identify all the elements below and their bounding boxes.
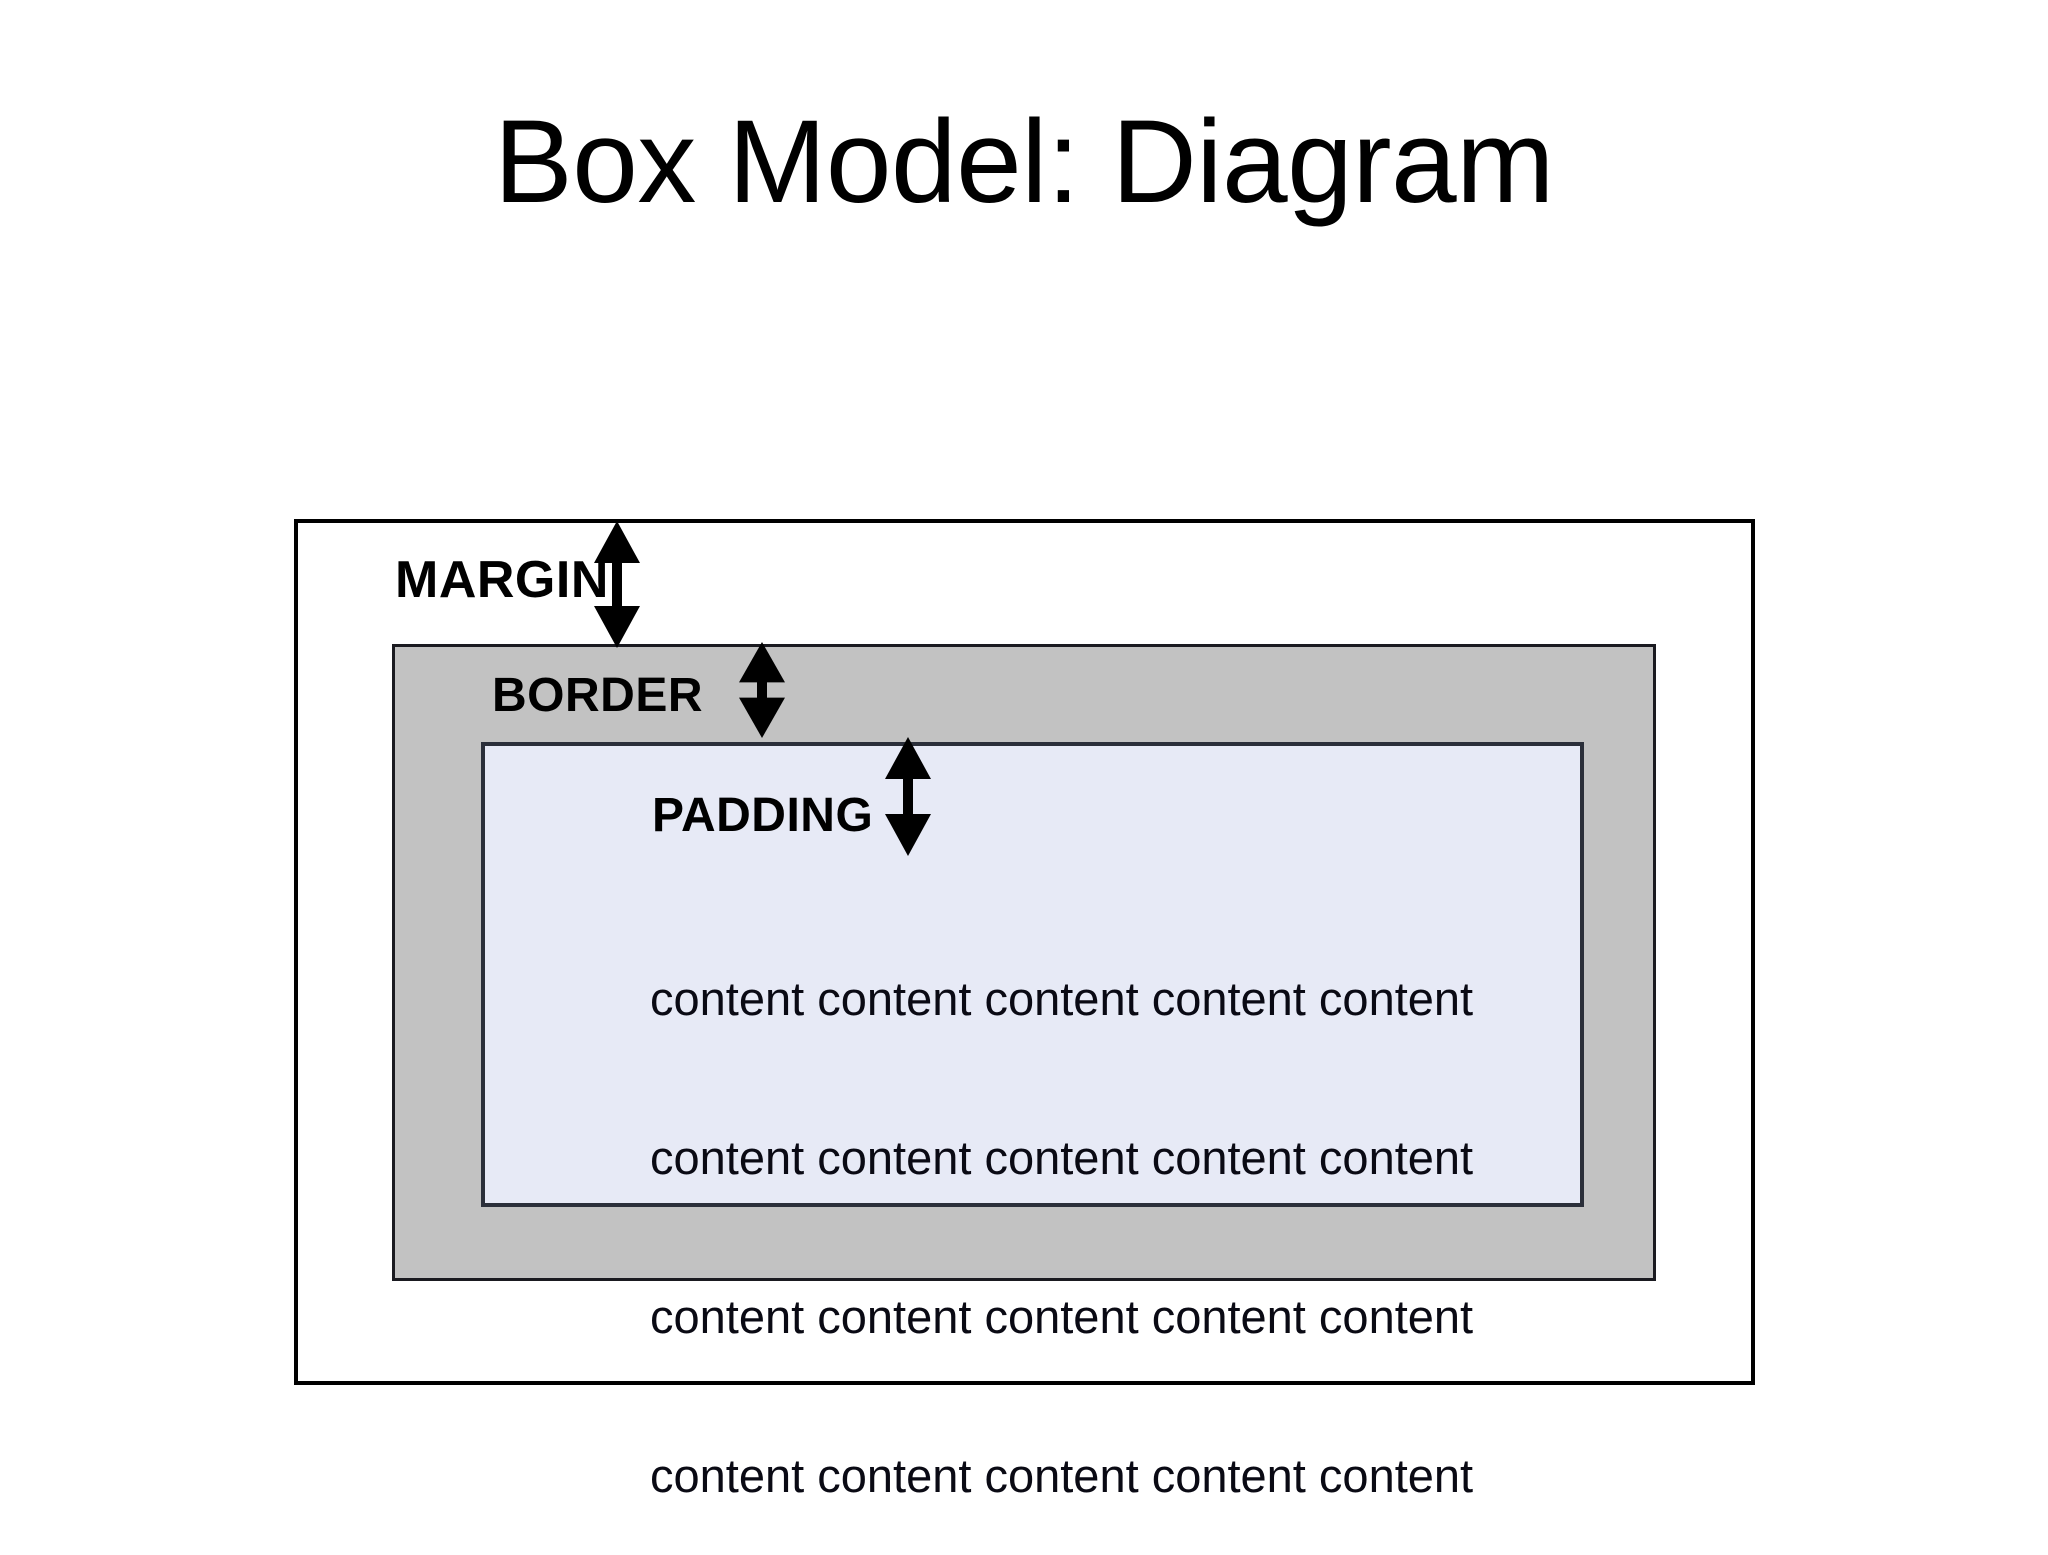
content-line: content content content content content <box>650 1449 1474 1502</box>
page-title: Box Model: Diagram <box>494 96 1554 228</box>
content-line: content content content content content <box>650 1290 1474 1343</box>
content-text-block: content content content content content … <box>650 866 1473 1555</box>
padding-label: PADDING <box>652 789 874 842</box>
margin-box <box>294 519 1755 1385</box>
padding-content-box <box>481 742 1584 1207</box>
border-box <box>392 644 1656 1281</box>
margin-label: MARGIN <box>395 551 609 609</box>
content-line: content content content content content <box>650 1131 1474 1184</box>
content-line: content content content content content <box>650 972 1474 1025</box>
border-label: BORDER <box>492 669 704 722</box>
